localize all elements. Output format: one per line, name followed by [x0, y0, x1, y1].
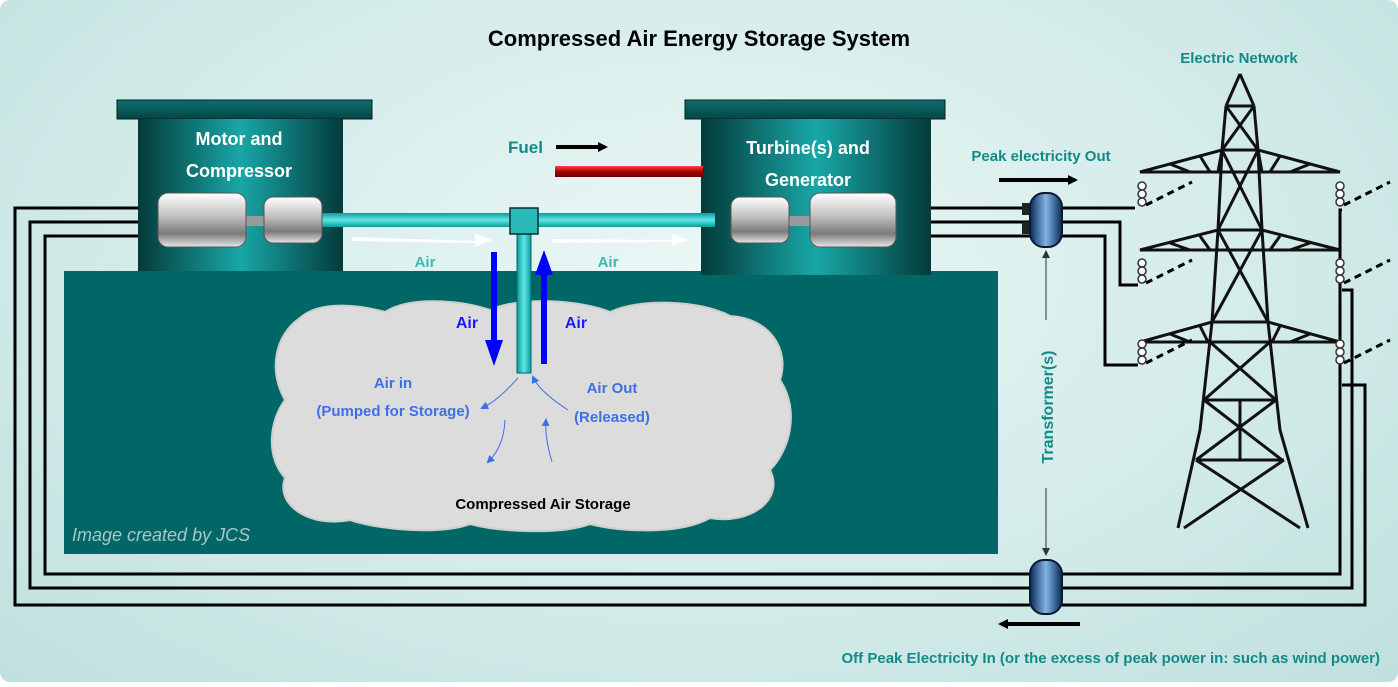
storage-flow-arrows: [480, 375, 569, 464]
storage-label: Compressed Air Storage: [455, 496, 630, 513]
transformers-label: Transformer(s): [1040, 351, 1057, 464]
turbine-generator-housing: Turbine(s) and Generator: [684, 99, 946, 275]
air-in-label-line1: Air in: [374, 375, 412, 392]
air-out-label-line1: Air Out: [587, 380, 638, 397]
air-label-left: Air: [415, 254, 436, 271]
transmission-lines-dashed: [1145, 180, 1391, 365]
turbine-drums: [730, 192, 897, 248]
air-pipe-vertical: [516, 229, 532, 374]
air-down-label: Air: [456, 315, 478, 332]
turbine-label-line2: Generator: [765, 170, 851, 190]
output-wires: [895, 206, 1138, 367]
off-peak-label: Off Peak Electricity In (or the excess o…: [842, 650, 1380, 667]
compressed-air-storage-cloud: [270, 300, 792, 533]
control-wires: [13, 206, 1367, 607]
fuel-line: [555, 166, 703, 177]
electric-network-label: Electric Network: [1180, 50, 1298, 67]
diagram-title: Compressed Air Energy Storage System: [488, 26, 910, 51]
insulators: [1137, 181, 1345, 365]
image-credit: Image created by JCS: [72, 525, 250, 545]
motor-label-line1: Motor and: [196, 129, 283, 149]
air-in-label-line2: (Pumped for Storage): [316, 403, 469, 420]
motor-drums: [157, 192, 323, 248]
peak-out-label: Peak electricity Out: [971, 148, 1110, 165]
air-out-label-line2: (Released): [574, 409, 650, 426]
transmission-tower: [1139, 73, 1341, 530]
motor-compressor-housing: Motor and Compressor: [116, 99, 373, 271]
air-up-label: Air: [565, 315, 587, 332]
air-flow-arrows-white: [352, 234, 688, 247]
air-down-arrow: [485, 252, 503, 366]
pipe-junction: [509, 207, 539, 235]
motor-label-line2: Compressor: [186, 161, 292, 181]
turbine-label-line1: Turbine(s) and: [746, 138, 870, 158]
transformer-bottom: [1029, 559, 1063, 615]
air-label-right: Air: [598, 254, 619, 271]
transformer-top: [1022, 192, 1063, 248]
fuel-label: Fuel: [508, 138, 543, 157]
air-up-arrow: [535, 250, 553, 364]
